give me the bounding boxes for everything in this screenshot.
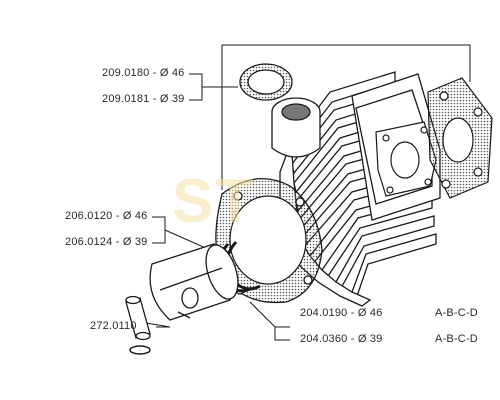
label-variant-46: A-B-C-D (435, 307, 478, 319)
head-gasket-ring (239, 63, 293, 101)
label-kit-46: 204.0190 - Ø 46 (300, 307, 383, 319)
leader-lines (139, 44, 471, 341)
watermark-logo: ST (172, 167, 256, 236)
circlip (129, 345, 151, 355)
label-ring-39: 206.0124 - Ø 39 (65, 236, 148, 248)
piston (149, 243, 239, 321)
cylinder-port-plate (375, 121, 437, 197)
label-variant-39: A-B-C-D (435, 333, 478, 345)
base-gasket (215, 178, 323, 304)
exhaust-gasket (427, 77, 493, 199)
piston-pin (125, 295, 151, 341)
label-kit-39: 204.0360 - Ø 39 (300, 333, 383, 345)
label-ring-46: 206.0120 - Ø 46 (65, 210, 148, 222)
label-gasket-46: 209.0180 - Ø 46 (102, 67, 185, 79)
label-pin: 272.0110 (90, 320, 137, 332)
label-gasket-39: 209.0181 - Ø 39 (102, 93, 185, 105)
